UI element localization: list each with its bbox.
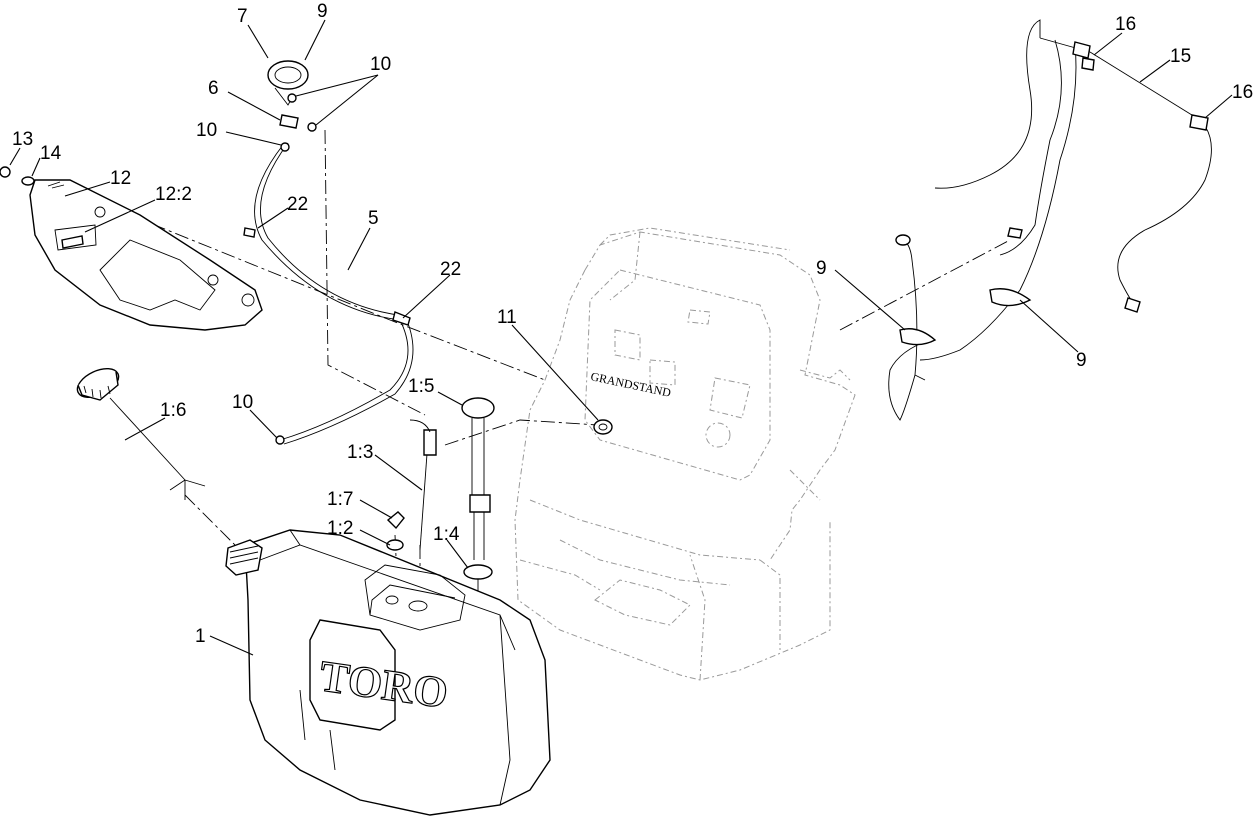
console-logo: GRANDSTAND	[589, 369, 672, 400]
callout-12-2: 12:2	[155, 184, 192, 205]
fuel-tank: TORO	[225, 529, 551, 816]
callout-10-top: 10	[370, 54, 391, 75]
callout-16-right: 16	[1232, 82, 1253, 103]
fuel-lines	[243, 60, 414, 445]
grommet	[593, 419, 613, 435]
callout-1-6: 1:6	[160, 400, 186, 421]
sender-parts	[386, 397, 495, 580]
bolt-washer	[0, 166, 35, 186]
callout-labels: 7 9 10 6 10 13 14 12 12:2 22 5 22 11 10 …	[12, 1, 1253, 647]
callout-7: 7	[237, 6, 248, 27]
alignment-lines	[59, 129, 1011, 610]
callout-1-4: 1:4	[433, 524, 460, 545]
callout-10-bottom: 10	[232, 392, 253, 413]
callout-9-top: 9	[317, 1, 328, 22]
fuel-cap-assembly	[76, 367, 206, 500]
callout-22-lower: 22	[440, 259, 461, 280]
vent-hoses	[888, 19, 1212, 421]
callout-1-5: 1:5	[408, 376, 434, 397]
callout-14: 14	[40, 143, 62, 164]
callout-1-7: 1:7	[327, 489, 353, 510]
callout-13: 13	[12, 129, 33, 150]
callout-22-upper: 22	[287, 194, 308, 215]
machine-frame-phantom: GRANDSTAND	[514, 227, 856, 681]
callout-1-2: 1:2	[327, 518, 353, 539]
callout-15: 15	[1170, 46, 1191, 67]
callout-6: 6	[208, 78, 219, 99]
callout-16-top: 16	[1115, 14, 1136, 35]
leader-lines	[9, 19, 1233, 656]
callout-9-right: 9	[1076, 350, 1087, 371]
callout-9-middle: 9	[816, 258, 827, 279]
shield-panel	[29, 179, 263, 331]
callout-12: 12	[110, 168, 131, 189]
callout-5: 5	[368, 208, 379, 229]
callout-10-left: 10	[196, 120, 217, 141]
callout-1-3: 1:3	[347, 442, 373, 463]
callout-11: 11	[497, 307, 517, 328]
callout-1: 1	[195, 626, 206, 647]
